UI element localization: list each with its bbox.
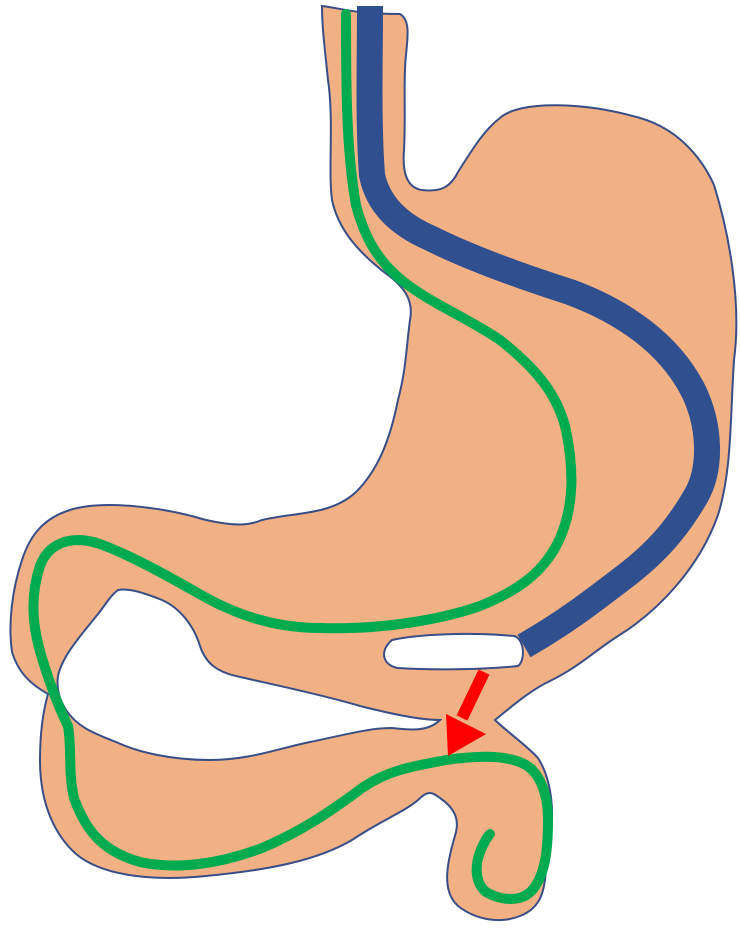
white-opening [384,634,523,669]
